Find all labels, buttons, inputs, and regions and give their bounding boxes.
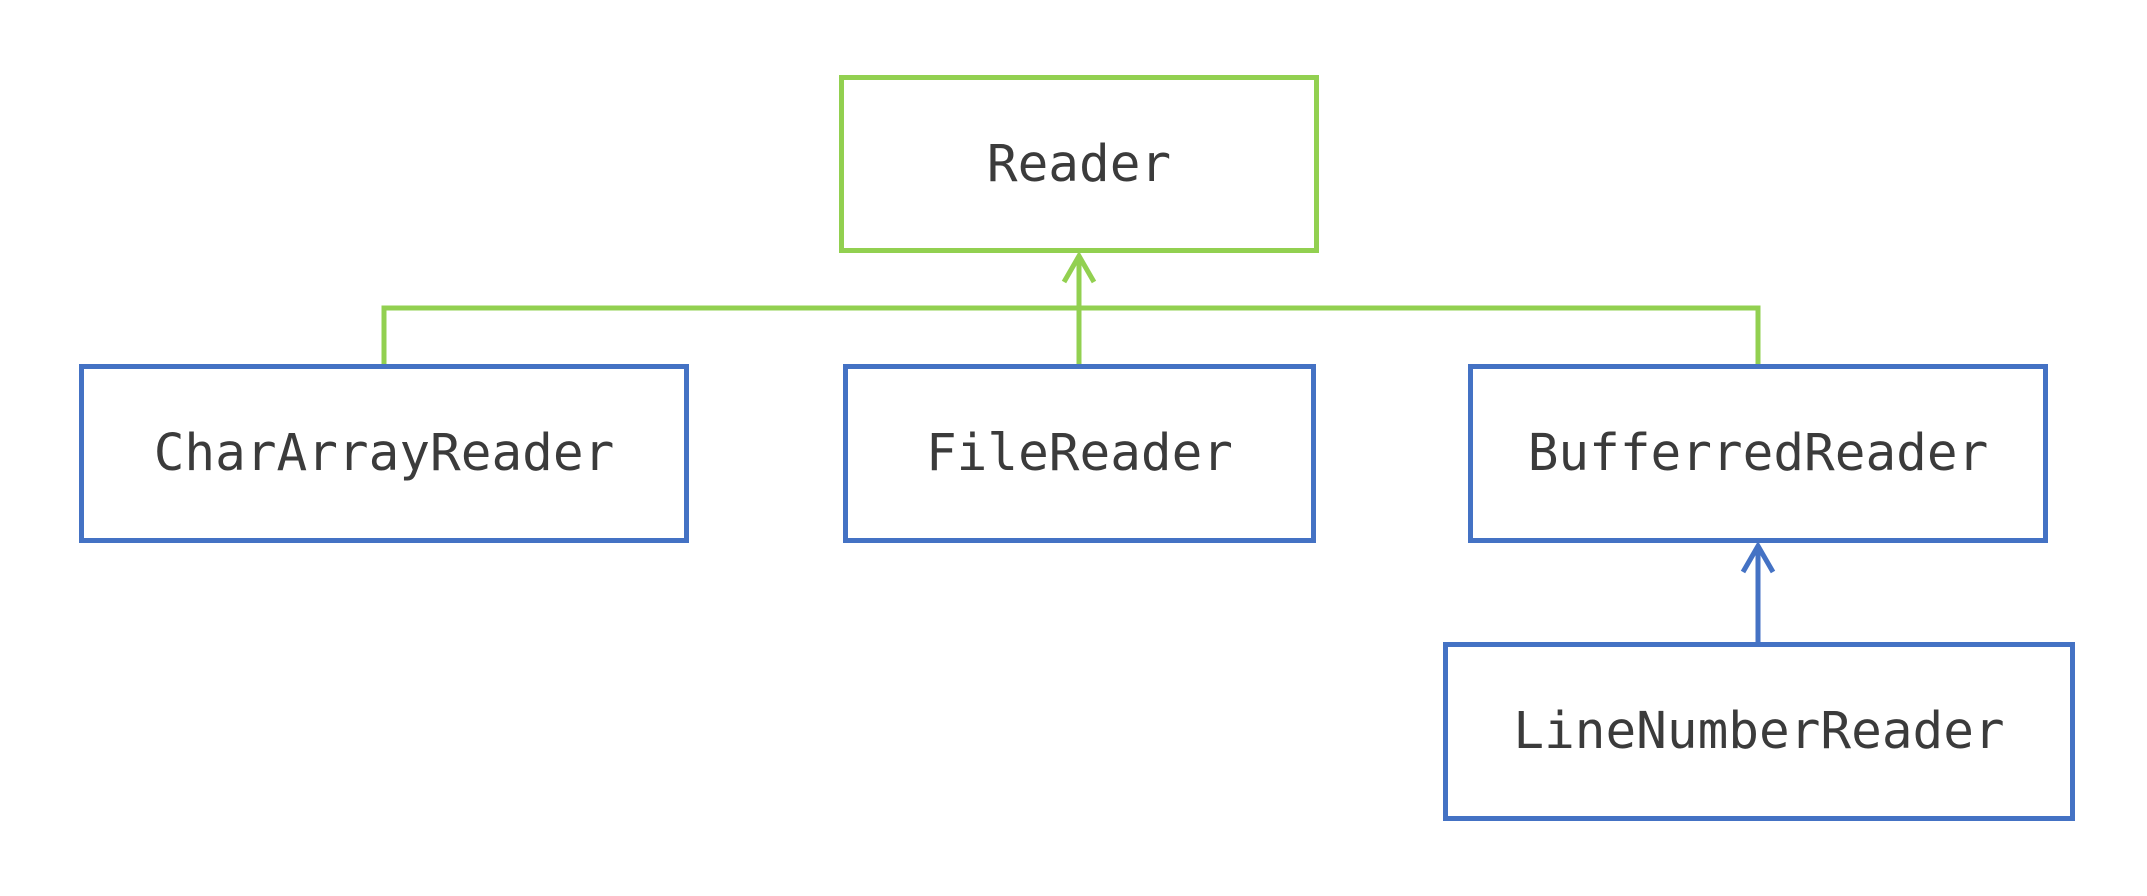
node-line-number-reader-label: LineNumberReader <box>1513 702 2005 761</box>
node-buffered-reader: BufferredReader <box>1468 364 2048 543</box>
arrowhead-buffered <box>1740 540 1776 574</box>
node-file-reader: FileReader <box>843 364 1316 543</box>
node-reader-label: Reader <box>986 134 1172 194</box>
node-buffered-reader-label: BufferredReader <box>1527 424 1989 483</box>
node-line-number-reader: LineNumberReader <box>1443 642 2075 821</box>
node-file-reader-label: FileReader <box>925 424 1234 483</box>
node-char-array-reader-label: CharArrayReader <box>153 424 615 483</box>
edge-buffered-to-reader <box>1079 305 1761 366</box>
edge-chararray-to-reader <box>381 305 1079 366</box>
node-char-array-reader: CharArrayReader <box>79 364 689 543</box>
arrowhead-reader <box>1061 250 1097 284</box>
node-reader: Reader <box>839 75 1319 253</box>
